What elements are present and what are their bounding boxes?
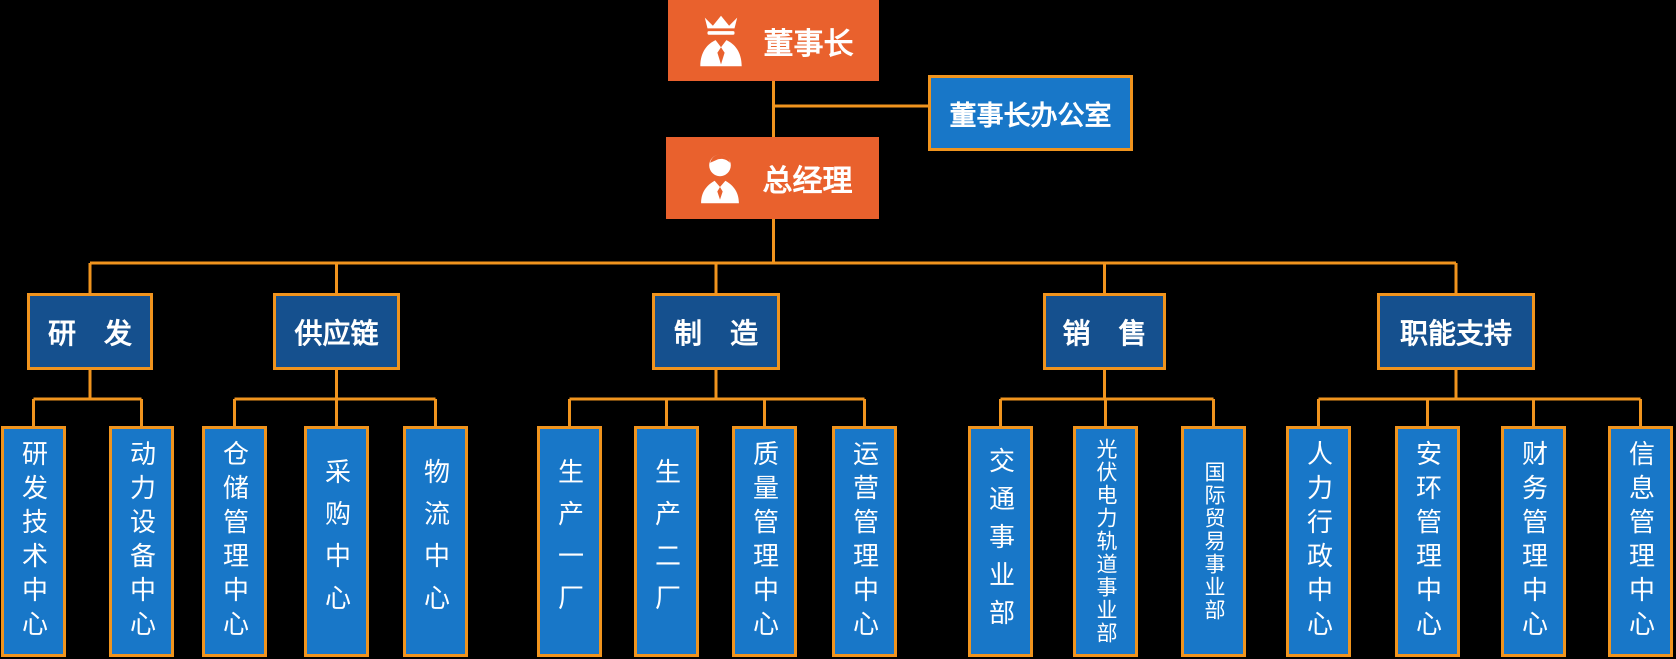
unit-label: 国际贸易事业部	[1202, 461, 1225, 622]
node-general-manager: 总经理	[666, 137, 879, 219]
node-unit-1-0: 仓储管理中心	[202, 426, 267, 657]
node-unit-4-2: 财务管理中心	[1501, 426, 1566, 657]
node-unit-1-2: 物流中心	[403, 426, 468, 657]
node-unit-2-3: 运营管理中心	[832, 426, 897, 657]
unit-label: 交通事业部	[985, 446, 1016, 637]
chairman-crown-icon	[694, 14, 748, 68]
node-chairman-office: 董事长办公室	[928, 75, 1133, 151]
unit-label: 仓储管理中心	[219, 439, 250, 644]
node-unit-4-1: 安环管理中心	[1395, 426, 1460, 657]
unit-label: 研发技术中心	[18, 439, 49, 644]
dept-label: 研 发	[47, 317, 132, 349]
node-chairman: 董事长	[668, 0, 879, 81]
unit-label: 运营管理中心	[849, 439, 880, 644]
node-unit-1-1: 采购中心	[304, 426, 369, 657]
node-dept-0: 研 发	[27, 293, 153, 370]
unit-label: 信息管理中心	[1625, 439, 1656, 644]
unit-label: 质量管理中心	[749, 439, 780, 644]
dept-label: 销 售	[1062, 317, 1147, 349]
manager-icon	[693, 151, 747, 205]
node-dept-4: 职能支持	[1377, 293, 1535, 370]
unit-label: 生产二厂	[651, 457, 682, 626]
general-manager-label: 总经理	[762, 165, 853, 198]
node-unit-0-1: 动力设备中心	[109, 426, 174, 657]
unit-label: 安环管理中心	[1412, 439, 1443, 644]
node-unit-2-2: 质量管理中心	[732, 426, 797, 657]
unit-label: 财务管理中心	[1518, 439, 1549, 644]
unit-label: 采购中心	[321, 457, 352, 626]
node-unit-3-2: 国际贸易事业部	[1181, 426, 1246, 657]
unit-label: 动力设备中心	[126, 439, 157, 644]
node-dept-1: 供应链	[273, 293, 400, 370]
node-dept-3: 销 售	[1043, 293, 1166, 370]
node-unit-3-0: 交通事业部	[968, 426, 1033, 657]
dept-label: 制 造	[673, 317, 758, 349]
node-dept-2: 制 造	[652, 293, 780, 370]
node-unit-4-0: 人力行政中心	[1286, 426, 1351, 657]
node-unit-0-0: 研发技术中心	[1, 426, 66, 657]
node-unit-4-3: 信息管理中心	[1608, 426, 1673, 657]
unit-label: 物流中心	[420, 457, 451, 626]
node-unit-2-1: 生产二厂	[634, 426, 699, 657]
node-unit-3-1: 光伏电力轨道事业部	[1073, 426, 1138, 657]
dept-label: 供应链	[294, 317, 379, 349]
node-unit-2-0: 生产一厂	[537, 426, 602, 657]
unit-label: 光伏电力轨道事业部	[1094, 438, 1117, 645]
unit-label: 生产一厂	[554, 457, 585, 626]
unit-label: 人力行政中心	[1303, 439, 1334, 644]
dept-label: 职能支持	[1399, 317, 1512, 349]
chairman-office-label: 董事长办公室	[949, 100, 1112, 131]
chairman-label: 董事长	[763, 27, 854, 61]
